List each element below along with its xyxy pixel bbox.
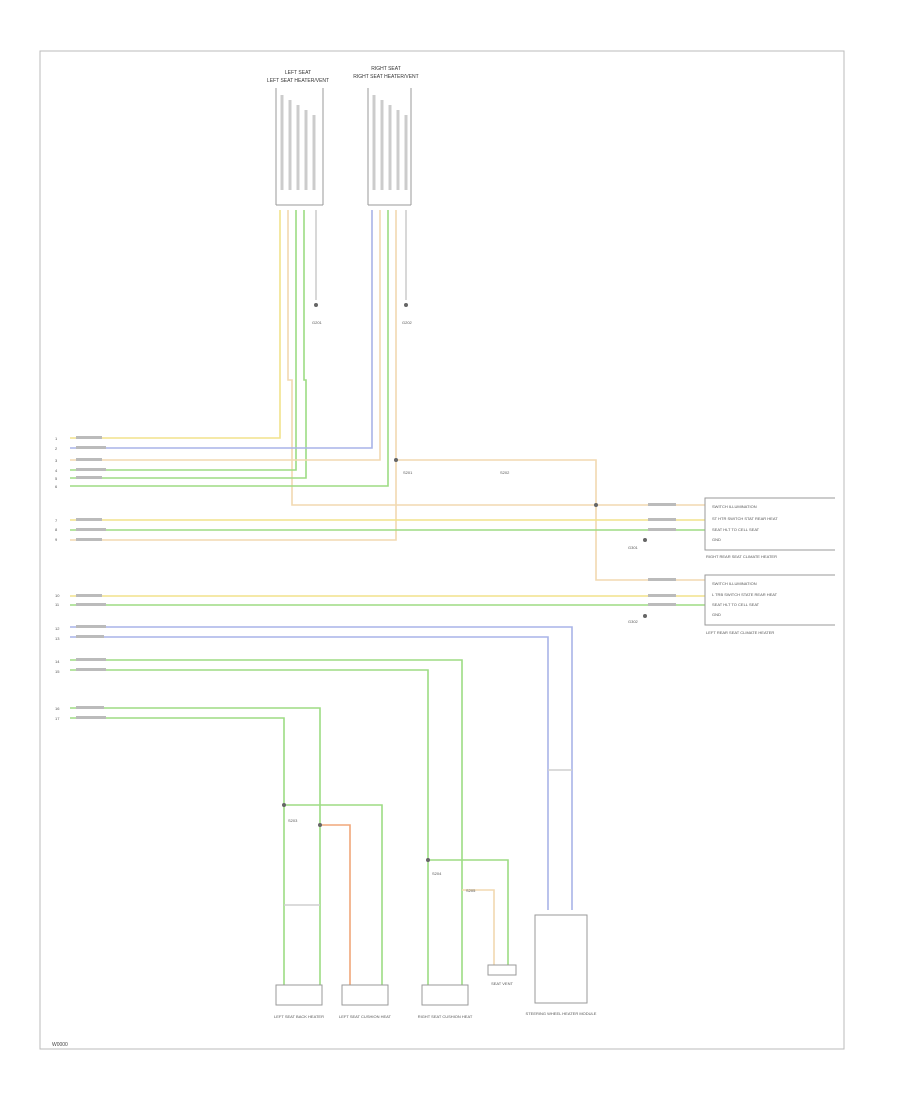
left-seat-back-heater-box: LEFT SEAT BACK HEATER	[274, 984, 324, 1019]
seat-vent-connector: SEAT VENT	[487, 964, 517, 986]
right-rear-module: SWITCH ILLUMINATION ST HTR SWITCH STAT R…	[628, 497, 835, 559]
left-rear-module: SWITCH ILLUMINATION L TRB SWITCH STATE R…	[628, 574, 835, 635]
diagram-footer-code: W0000	[52, 1042, 68, 1048]
svg-text:8: 8	[55, 527, 58, 532]
lower-harness	[282, 769, 572, 985]
svg-text:LEFT SEAT CUSHION HEAT: LEFT SEAT CUSHION HEAT	[339, 1014, 391, 1019]
svg-text:4: 4	[55, 468, 58, 473]
svg-text:GND: GND	[712, 537, 721, 542]
svg-text:16: 16	[55, 706, 60, 711]
svg-text:STEERING WHEEL HEATER MODULE: STEERING WHEEL HEATER MODULE	[526, 1011, 597, 1016]
svg-text:SEAT HLT TO CELL SEAT: SEAT HLT TO CELL SEAT	[712, 527, 760, 532]
svg-text:RIGHT SEAT: RIGHT SEAT	[371, 66, 401, 72]
svg-text:9: 9	[55, 537, 58, 542]
svg-text:12: 12	[55, 626, 60, 631]
right-seat-cushion-heat-box: RIGHT SEAT CUSHION HEAT	[418, 984, 473, 1019]
svg-text:LEFT SEAT: LEFT SEAT	[285, 70, 311, 76]
svg-text:13: 13	[55, 636, 60, 641]
svg-text:LEFT SEAT BACK HEATER: LEFT SEAT BACK HEATER	[274, 1014, 324, 1019]
splice-label-3: S203	[288, 818, 298, 823]
svg-text:1: 1	[55, 436, 58, 441]
svg-text:6: 6	[55, 484, 58, 489]
svg-text:7: 7	[55, 518, 58, 523]
svg-text:5: 5	[55, 476, 58, 481]
middle-harness-wires	[70, 519, 705, 985]
svg-text:G302: G302	[628, 619, 639, 624]
svg-text:SWITCH ILLUMINATION: SWITCH ILLUMINATION	[712, 581, 757, 586]
splice-label-1: S201	[403, 470, 413, 475]
svg-text:2: 2	[55, 446, 58, 451]
splice-label-5: S205	[466, 888, 476, 893]
svg-text:G201: G201	[312, 320, 323, 325]
left-seat-top-label: LEFT SEAT HEATER/VENT	[267, 78, 329, 84]
right-seat-ground: G202	[402, 303, 413, 325]
steering-wheel-heater-box: STEERING WHEEL HEATER MODULE	[526, 914, 597, 1016]
left-rear-module-label: LEFT REAR SEAT CLIMATE HEATER	[706, 630, 774, 635]
svg-text:11: 11	[55, 602, 60, 607]
svg-text:GND: GND	[712, 612, 721, 617]
svg-text:SEAT VENT: SEAT VENT	[491, 981, 513, 986]
svg-text:SEAT HLT TO CELL SEAT: SEAT HLT TO CELL SEAT	[712, 602, 760, 607]
diagram-border	[39, 50, 845, 1050]
svg-text:15: 15	[55, 669, 60, 674]
left-seat-ground: G201	[312, 303, 323, 325]
svg-text:ST HTR SWITCH STAT REAR HEAT: ST HTR SWITCH STAT REAR HEAT	[712, 516, 778, 521]
left-seat-cushion-heat-box: LEFT SEAT CUSHION HEAT	[339, 984, 392, 1019]
svg-text:17: 17	[55, 716, 60, 721]
svg-text:G301: G301	[628, 545, 639, 550]
svg-text:10: 10	[55, 593, 60, 598]
right-seat-wires	[70, 210, 407, 541]
right-seat-top-label: RIGHT SEAT HEATER/VENT	[353, 74, 418, 80]
svg-text:3: 3	[55, 458, 58, 463]
right-seat-top-connector: RIGHT SEAT RIGHT SEAT HEATER/VENT	[353, 66, 419, 206]
svg-text:G202: G202	[402, 320, 413, 325]
svg-text:SWITCH ILLUMINATION: SWITCH ILLUMINATION	[712, 504, 757, 509]
wire-code-marks	[76, 436, 676, 719]
right-rear-module-label: RIGHT REAR SEAT CLIMATE HEATER	[706, 554, 777, 559]
left-seat-top-connector: LEFT SEAT LEFT SEAT HEATER/VENT	[267, 70, 329, 206]
left-seat-wires	[70, 210, 705, 506]
splice-label-4: S204	[432, 871, 442, 876]
svg-text:RIGHT SEAT CUSHION HEAT: RIGHT SEAT CUSHION HEAT	[418, 1014, 473, 1019]
splice-label-2: S202	[500, 470, 510, 475]
svg-text:14: 14	[55, 659, 60, 664]
svg-text:L TRB SWITCH STATE REAR HEAT: L TRB SWITCH STATE REAR HEAT	[712, 592, 778, 597]
